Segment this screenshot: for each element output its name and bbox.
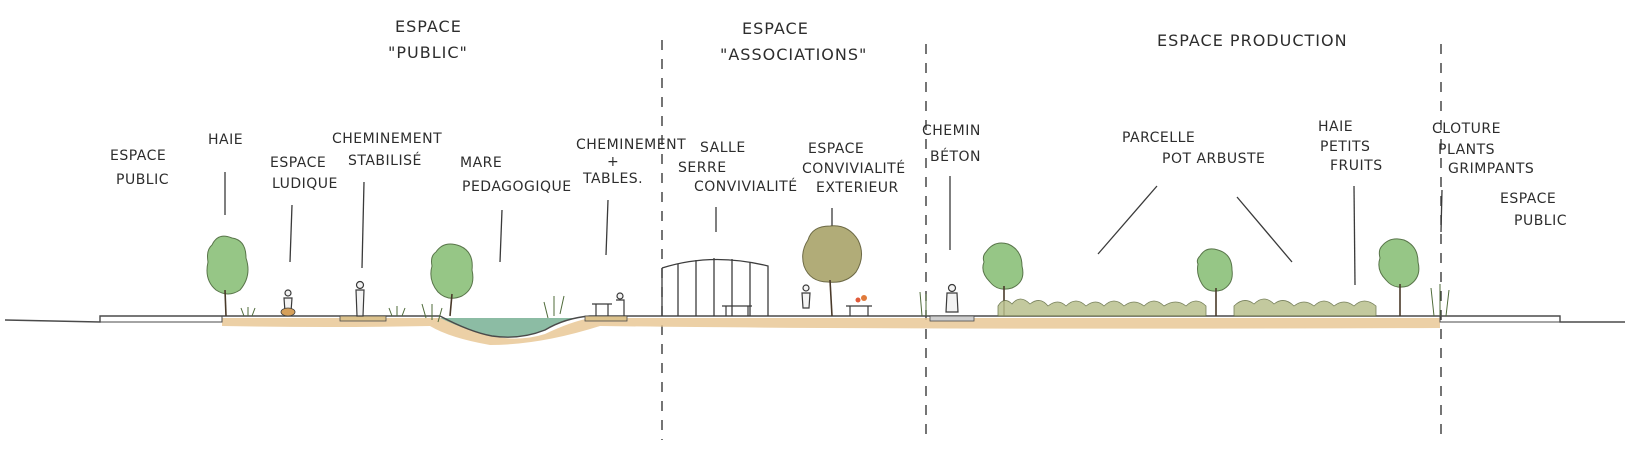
label-line: CHEMIN xyxy=(922,123,981,139)
label-line: MARE xyxy=(460,155,502,171)
label-line: CONVIVIALITÉ xyxy=(694,178,798,195)
label-line: LUDIQUE xyxy=(272,176,338,192)
zone-title-line: "ASSOCIATIONS" xyxy=(720,45,867,64)
label-line: POT ARBUSTE xyxy=(1162,151,1265,167)
zone-title-line: ESPACE xyxy=(742,19,809,38)
label-mare-pedagogique: MARE PEDAGOGIQUE xyxy=(460,155,572,263)
label-line: CLOTURE xyxy=(1432,121,1501,137)
label-cheminement-stabilise: CHEMINEMENT STABILISÉ xyxy=(332,131,442,269)
figure-chemin-beton xyxy=(945,283,959,313)
tree-production-2 xyxy=(1196,248,1233,316)
tree-haie-fruits xyxy=(1378,238,1420,316)
label-line: ESPACE xyxy=(110,148,166,164)
tree-convivialite xyxy=(802,225,862,317)
leader-line xyxy=(1440,189,1443,233)
tree-mare xyxy=(430,243,474,317)
pond-water xyxy=(440,318,575,338)
production-plot-vegetation xyxy=(997,298,1377,317)
leader-line xyxy=(1353,185,1356,286)
table-path xyxy=(584,315,628,322)
label-espace-convivialite: ESPACE CONVIVIALITÉ EXTERIEUR xyxy=(802,141,906,226)
leader-line xyxy=(499,209,503,263)
label-line: ESPACE xyxy=(808,141,864,157)
label-salle-serre: SALLE SERRE CONVIVIALITÉ xyxy=(678,140,798,232)
concrete-path xyxy=(929,315,975,322)
leader-line xyxy=(289,204,293,263)
label-line: PEDAGOGIQUE xyxy=(462,179,572,195)
curb-right xyxy=(1439,315,1561,323)
zone-title-line: "PUBLIC" xyxy=(388,43,468,62)
label-haie: HAIE xyxy=(208,132,243,215)
grass-tufts xyxy=(240,284,1450,323)
label-line: PARCELLE xyxy=(1122,130,1195,146)
zone-title-espace-public: ESPACE "PUBLIC" xyxy=(388,17,468,62)
figure-convivialite xyxy=(801,284,872,316)
label-line: CONVIVIALITÉ xyxy=(802,160,906,177)
stabilized-path xyxy=(339,315,387,322)
ground-section xyxy=(4,315,1625,345)
label-espace-public-right: ESPACE PUBLIC xyxy=(1500,191,1567,229)
leader-line xyxy=(361,181,365,269)
zone-title-espace-associations: ESPACE "ASSOCIATIONS" xyxy=(720,19,867,64)
greenhouse-salle-serre xyxy=(661,258,769,316)
figure-tables xyxy=(592,292,625,316)
label-line: GRIMPANTS xyxy=(1448,161,1534,177)
label-line: SALLE xyxy=(700,140,746,156)
label-cloture: CLOTURE PLANTS GRIMPANTS xyxy=(1432,121,1534,233)
label-cheminement-tables: CHEMINEMENT + TABLES. xyxy=(576,137,686,256)
label-line: PUBLIC xyxy=(116,172,169,188)
label-parcelle: PARCELLE POT ARBUSTE xyxy=(1097,130,1293,263)
label-line: ESPACE xyxy=(270,155,326,171)
label-line: CHEMINEMENT xyxy=(332,131,442,147)
zone-title-espace-production: ESPACE PRODUCTION xyxy=(1157,31,1348,50)
label-line: PLANTS xyxy=(1438,142,1495,158)
label-chemin-beton: CHEMIN BÉTON xyxy=(922,123,981,250)
label-line: + xyxy=(607,154,619,170)
label-espace-ludique: ESPACE LUDIQUE xyxy=(270,155,338,263)
label-line: TABLES. xyxy=(582,171,643,187)
label-line: HAIE xyxy=(1318,119,1353,135)
label-line: EXTERIEUR xyxy=(816,180,899,196)
zone-title-line: ESPACE PRODUCTION xyxy=(1157,31,1348,50)
leader-line xyxy=(1097,185,1158,255)
label-line: STABILISÉ xyxy=(348,152,422,169)
label-line: SERRE xyxy=(678,160,727,176)
figure-espace-ludique xyxy=(280,289,296,317)
label-line: BÉTON xyxy=(930,148,981,165)
label-line: CHEMINEMENT xyxy=(576,137,686,153)
leader-line xyxy=(605,199,609,256)
figure-cheminement xyxy=(355,280,365,317)
leader-line xyxy=(1236,196,1293,263)
soil-fill xyxy=(222,318,1440,345)
label-line: ESPACE xyxy=(1500,191,1556,207)
label-line: FRUITS xyxy=(1330,158,1383,174)
label-line: PETITS xyxy=(1320,139,1370,155)
label-line: HAIE xyxy=(208,132,243,148)
label-haie-petits-fruits: HAIE PETITS FRUITS xyxy=(1318,119,1383,286)
label-line: PUBLIC xyxy=(1514,213,1567,229)
label-espace-public-left: ESPACE PUBLIC xyxy=(110,148,169,188)
tree-haie xyxy=(206,235,249,317)
zone-title-line: ESPACE xyxy=(395,17,462,36)
curb-left xyxy=(99,315,223,323)
